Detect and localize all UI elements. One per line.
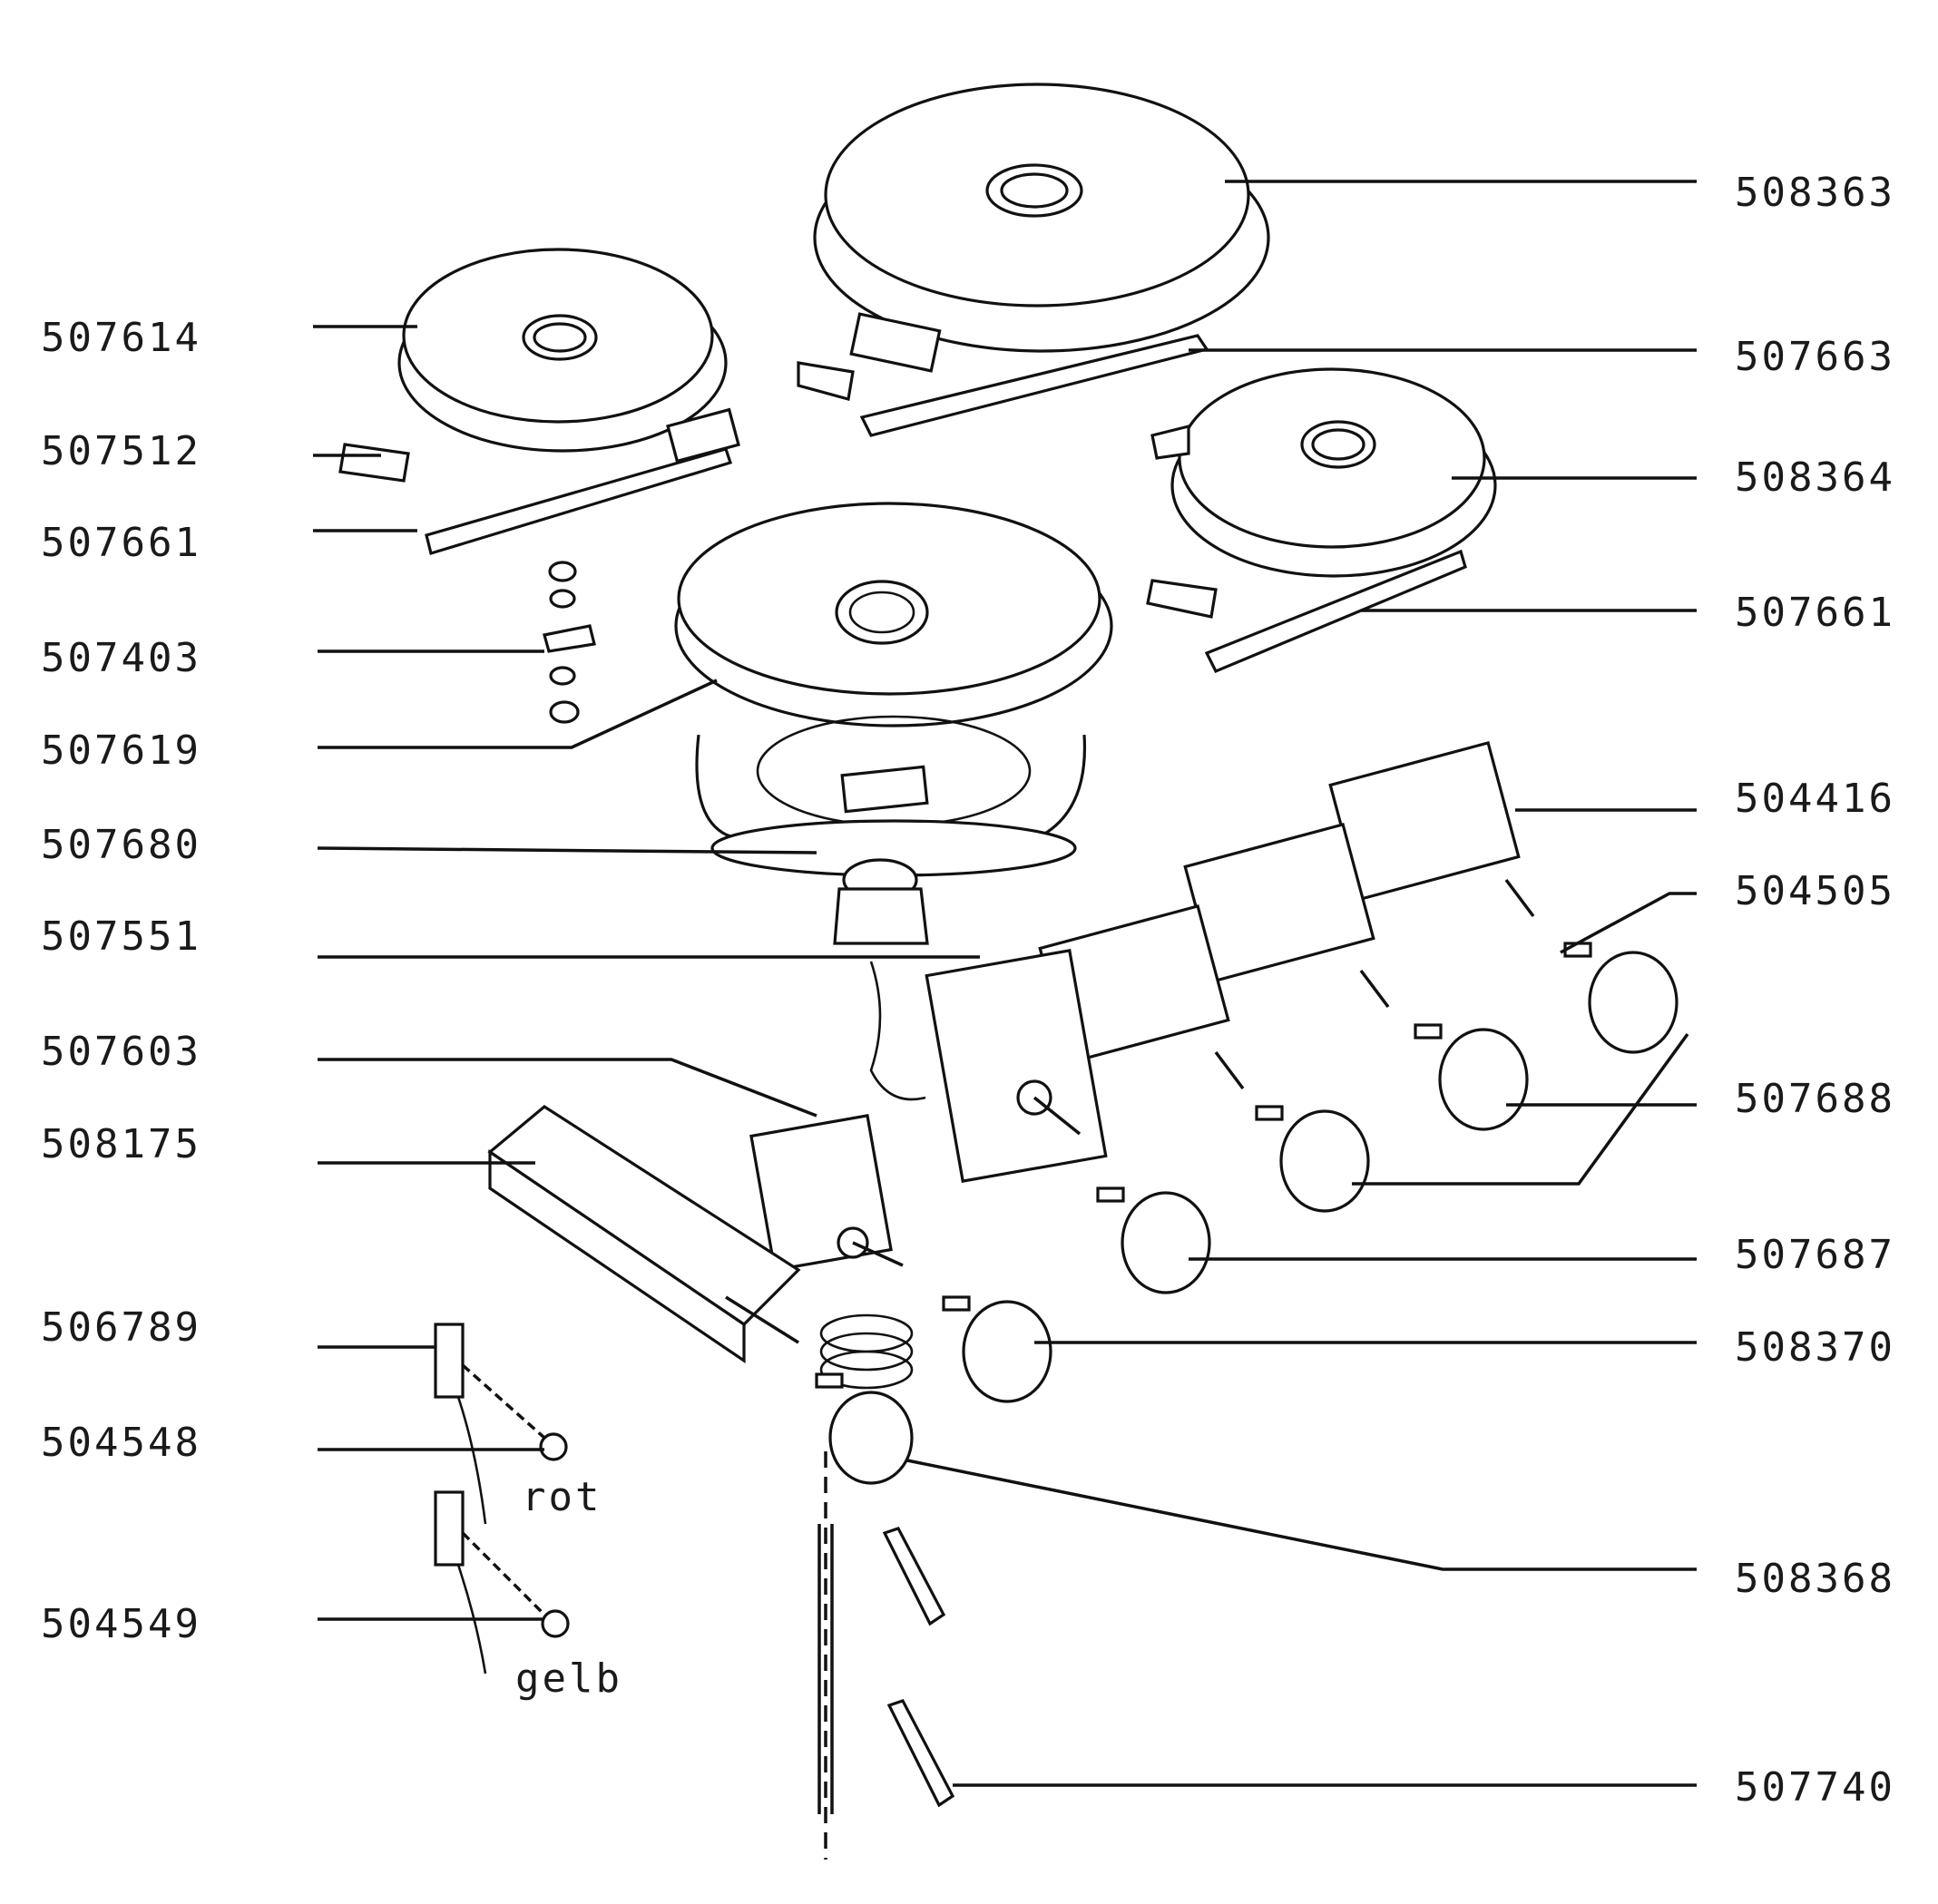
control-knobs (828, 951, 1679, 1485)
part-label: 504416 (1735, 776, 1895, 822)
part-label: 507403 (41, 635, 201, 681)
thermostat (749, 1113, 914, 1860)
part-label: 507663 (1735, 334, 1895, 380)
part-label: 508364 (1735, 454, 1895, 501)
energy-regulator-switches (869, 740, 1535, 1183)
hotplate-medium-left (338, 248, 740, 556)
part-label: 508363 (1735, 170, 1895, 216)
part-label: 507512 (41, 428, 201, 474)
wire-label-yellow: gelb (515, 1655, 622, 1702)
part-label: 507661 (1735, 590, 1895, 636)
part-label: 504549 (41, 1601, 201, 1647)
screw-set (542, 561, 596, 724)
part-label: 507680 (41, 822, 201, 868)
part-label: 507619 (41, 727, 201, 774)
part-label: 507740 (1735, 1764, 1895, 1811)
part-label: 507551 (41, 913, 201, 960)
part-label: 507661 (41, 520, 201, 566)
part-label: 504548 (41, 1420, 201, 1466)
terminal-block (487, 1105, 801, 1364)
part-label: 504505 (1735, 868, 1895, 914)
mounting-bracket (833, 858, 929, 945)
part-label: 507614 (41, 315, 201, 361)
part-label: 506789 (41, 1304, 201, 1351)
leader-lines (313, 180, 1697, 1787)
hotplate-large (797, 83, 1270, 437)
wire-label-red: rot (522, 1474, 602, 1520)
hotplate-with-bowl (674, 502, 1113, 877)
part-label: 507603 (41, 1029, 201, 1075)
hotplate-medium-right (1146, 367, 1497, 674)
part-label: 507688 (1735, 1076, 1895, 1122)
right-part-labels: 508363 507663 508364 507661 504416 50450… (1735, 170, 1895, 1811)
part-label: 508368 (1735, 1556, 1895, 1602)
sensor-brackets (882, 1527, 955, 1808)
left-part-labels: 507614 507512 507661 507403 507619 50768… (41, 315, 201, 1647)
part-label: 507687 (1735, 1232, 1895, 1278)
part-label: 508370 (1735, 1324, 1895, 1371)
wire-color-labels: rot gelb (515, 1474, 622, 1702)
part-label: 508175 (41, 1121, 201, 1167)
indicator-lamps (434, 1323, 570, 1675)
